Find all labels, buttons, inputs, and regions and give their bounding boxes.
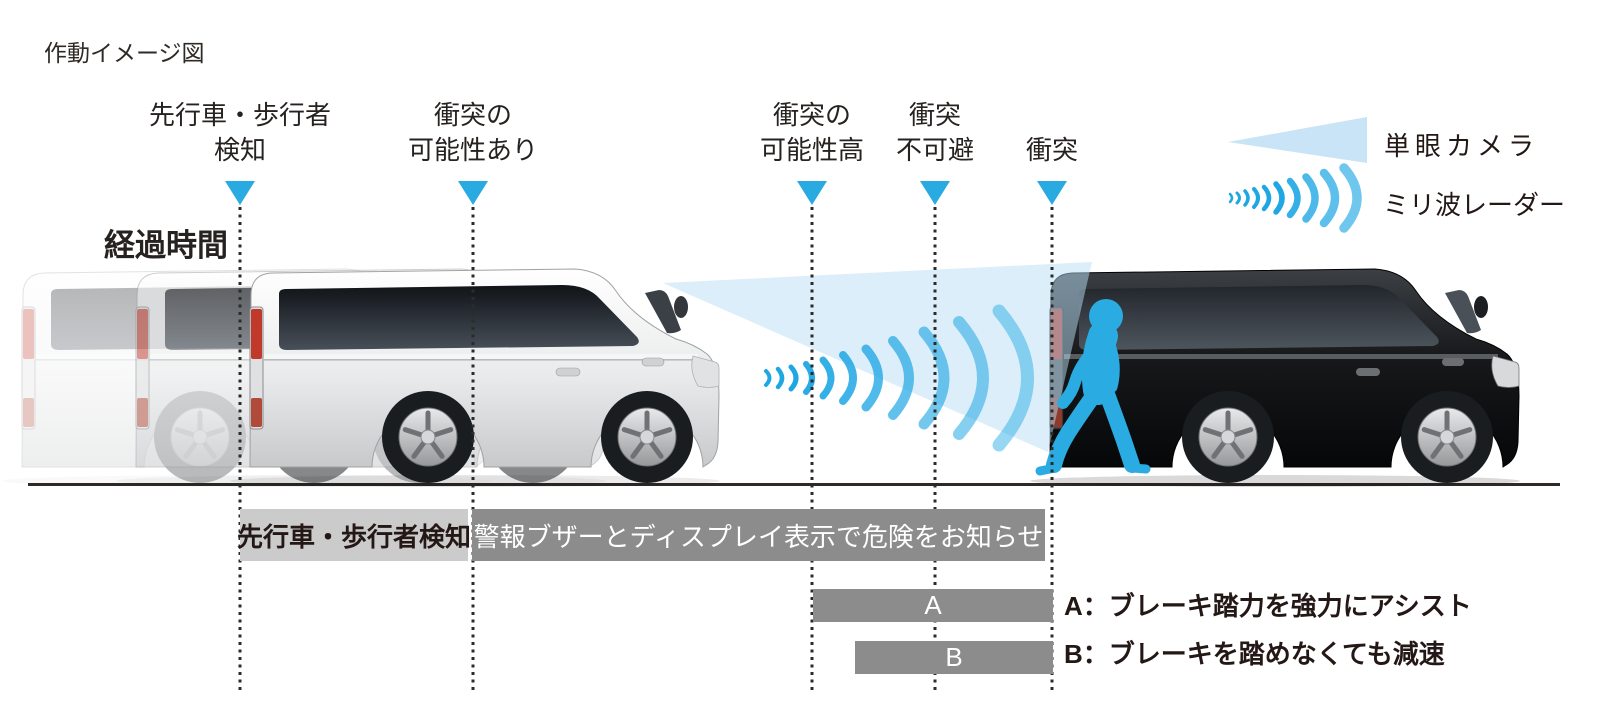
marker-triangle-icon bbox=[458, 181, 488, 205]
camera-cone bbox=[663, 262, 1092, 452]
pedestrian-silhouette bbox=[1035, 299, 1151, 476]
marker-label-detection: 先行車・歩行者 検知 bbox=[148, 100, 332, 165]
detection-bar: 先行車・歩行者検知 bbox=[237, 509, 471, 561]
timeline-dotted-line-2 bbox=[471, 207, 475, 690]
note-brake-assist: A：ブレーキ踏力を強力にアシスト bbox=[1064, 591, 1472, 621]
ground-line bbox=[28, 483, 1560, 486]
legend-camera-label: 単眼カメラ bbox=[1384, 131, 1540, 161]
timeline-dotted-line-3 bbox=[810, 207, 814, 690]
marker-label-collision-possible: 衝突の 可能性あり bbox=[407, 100, 539, 165]
marker-triangle-icon bbox=[225, 181, 255, 205]
warning-bar: 警報ブザーとディスプレイ表示で危険をお知らせ bbox=[472, 509, 1045, 561]
timeline-dotted-line-5 bbox=[1050, 207, 1054, 690]
camera-cone-icon bbox=[1228, 117, 1367, 163]
timeline-dotted-line-1 bbox=[238, 207, 242, 690]
note-auto-brake: B：ブレーキを踏めなくても減速 bbox=[1064, 639, 1445, 669]
radar-waves-icon bbox=[1228, 163, 1362, 233]
elapsed-time-label: 経過時間 bbox=[104, 228, 228, 263]
marker-label-collision: 衝突 bbox=[1025, 135, 1079, 165]
marker-label-collision-likely: 衝突の 可能性高 bbox=[759, 100, 865, 165]
page-title: 作動イメージ図 bbox=[44, 40, 205, 66]
brake-assist-bar: A bbox=[813, 589, 1053, 622]
marker-triangle-icon bbox=[797, 181, 827, 205]
timeline-dotted-line-4 bbox=[933, 207, 937, 690]
legend-radar-label: ミリ波レーダー bbox=[1383, 190, 1566, 220]
auto-brake-bar: B bbox=[855, 641, 1053, 674]
marker-triangle-icon bbox=[1037, 181, 1067, 205]
marker-label-collision-unavoidable: 衝突 不可避 bbox=[895, 100, 975, 165]
marker-triangle-icon bbox=[920, 181, 950, 205]
